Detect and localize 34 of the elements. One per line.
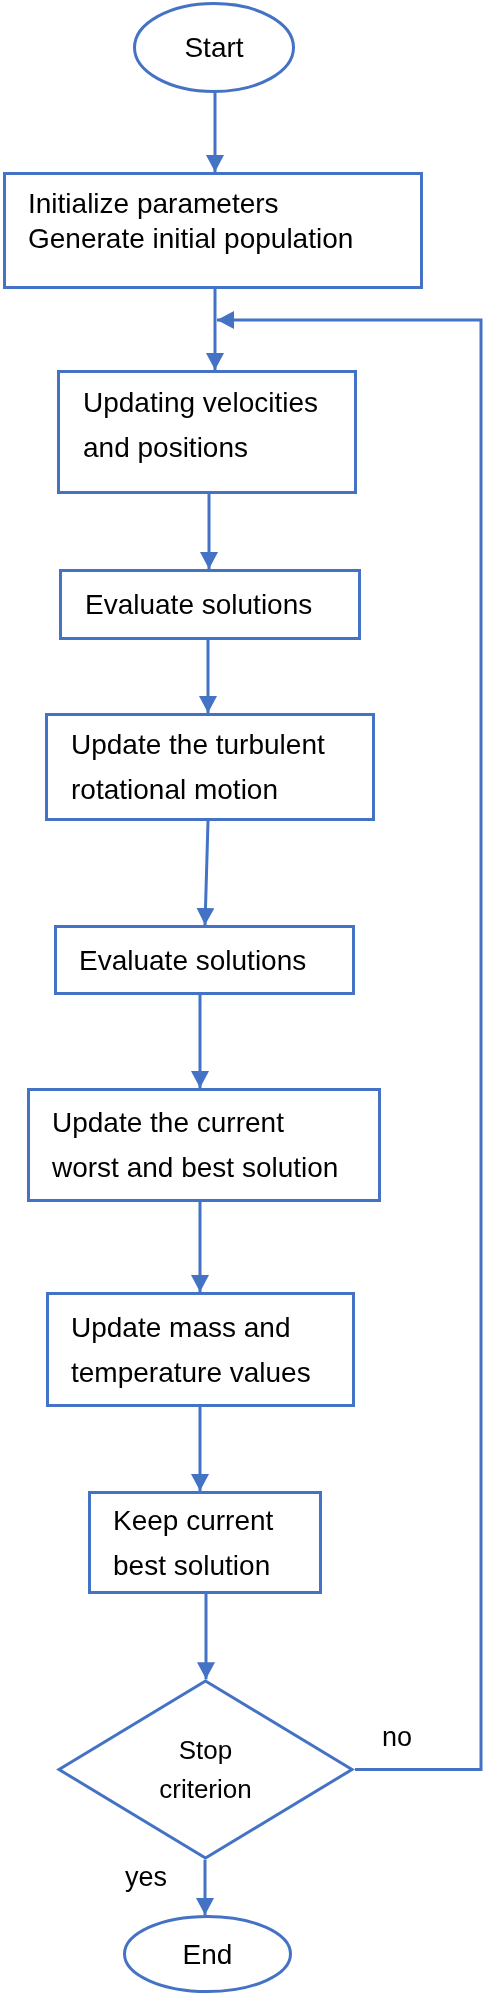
process-box [46,1292,355,1407]
arrow [191,995,209,1088]
process-box [59,569,361,640]
arrow [200,494,218,569]
arrow [217,311,483,1771]
process-text: Evaluate solutions [85,588,313,622]
process-box [45,713,375,821]
process-text: Update mass and temperature values [71,1310,312,1390]
terminal-text: Start [184,31,244,65]
arrow [206,289,224,370]
decision-text: Stop criterion [158,1733,253,1806]
process-text: Keep current best solution [113,1503,275,1583]
process-text: Initialize parameters [28,186,279,221]
process-text: Update the current worst and best solution [52,1106,340,1185]
terminal-oval [133,2,295,93]
terminal-oval [123,1915,292,1993]
arrow [191,1202,209,1292]
arrow [199,640,217,713]
process-text: Update the turbulent rotational motion [71,728,326,807]
arrow [196,1859,214,1915]
arrow [197,1594,215,1680]
process-box [54,925,355,995]
arrow [196,820,215,926]
process-text: Updating velocities and positions [83,386,320,465]
decision-diamond [56,1679,355,1860]
process-box [57,370,357,494]
process-text: Evaluate solutions [79,943,307,978]
process-box [88,1491,322,1594]
process-text: Generate initial population [28,221,354,256]
arrow [206,93,224,172]
arrow [191,1407,209,1491]
process-box [27,1088,381,1202]
process-box [3,172,423,289]
terminal-text: End [182,1937,233,1972]
